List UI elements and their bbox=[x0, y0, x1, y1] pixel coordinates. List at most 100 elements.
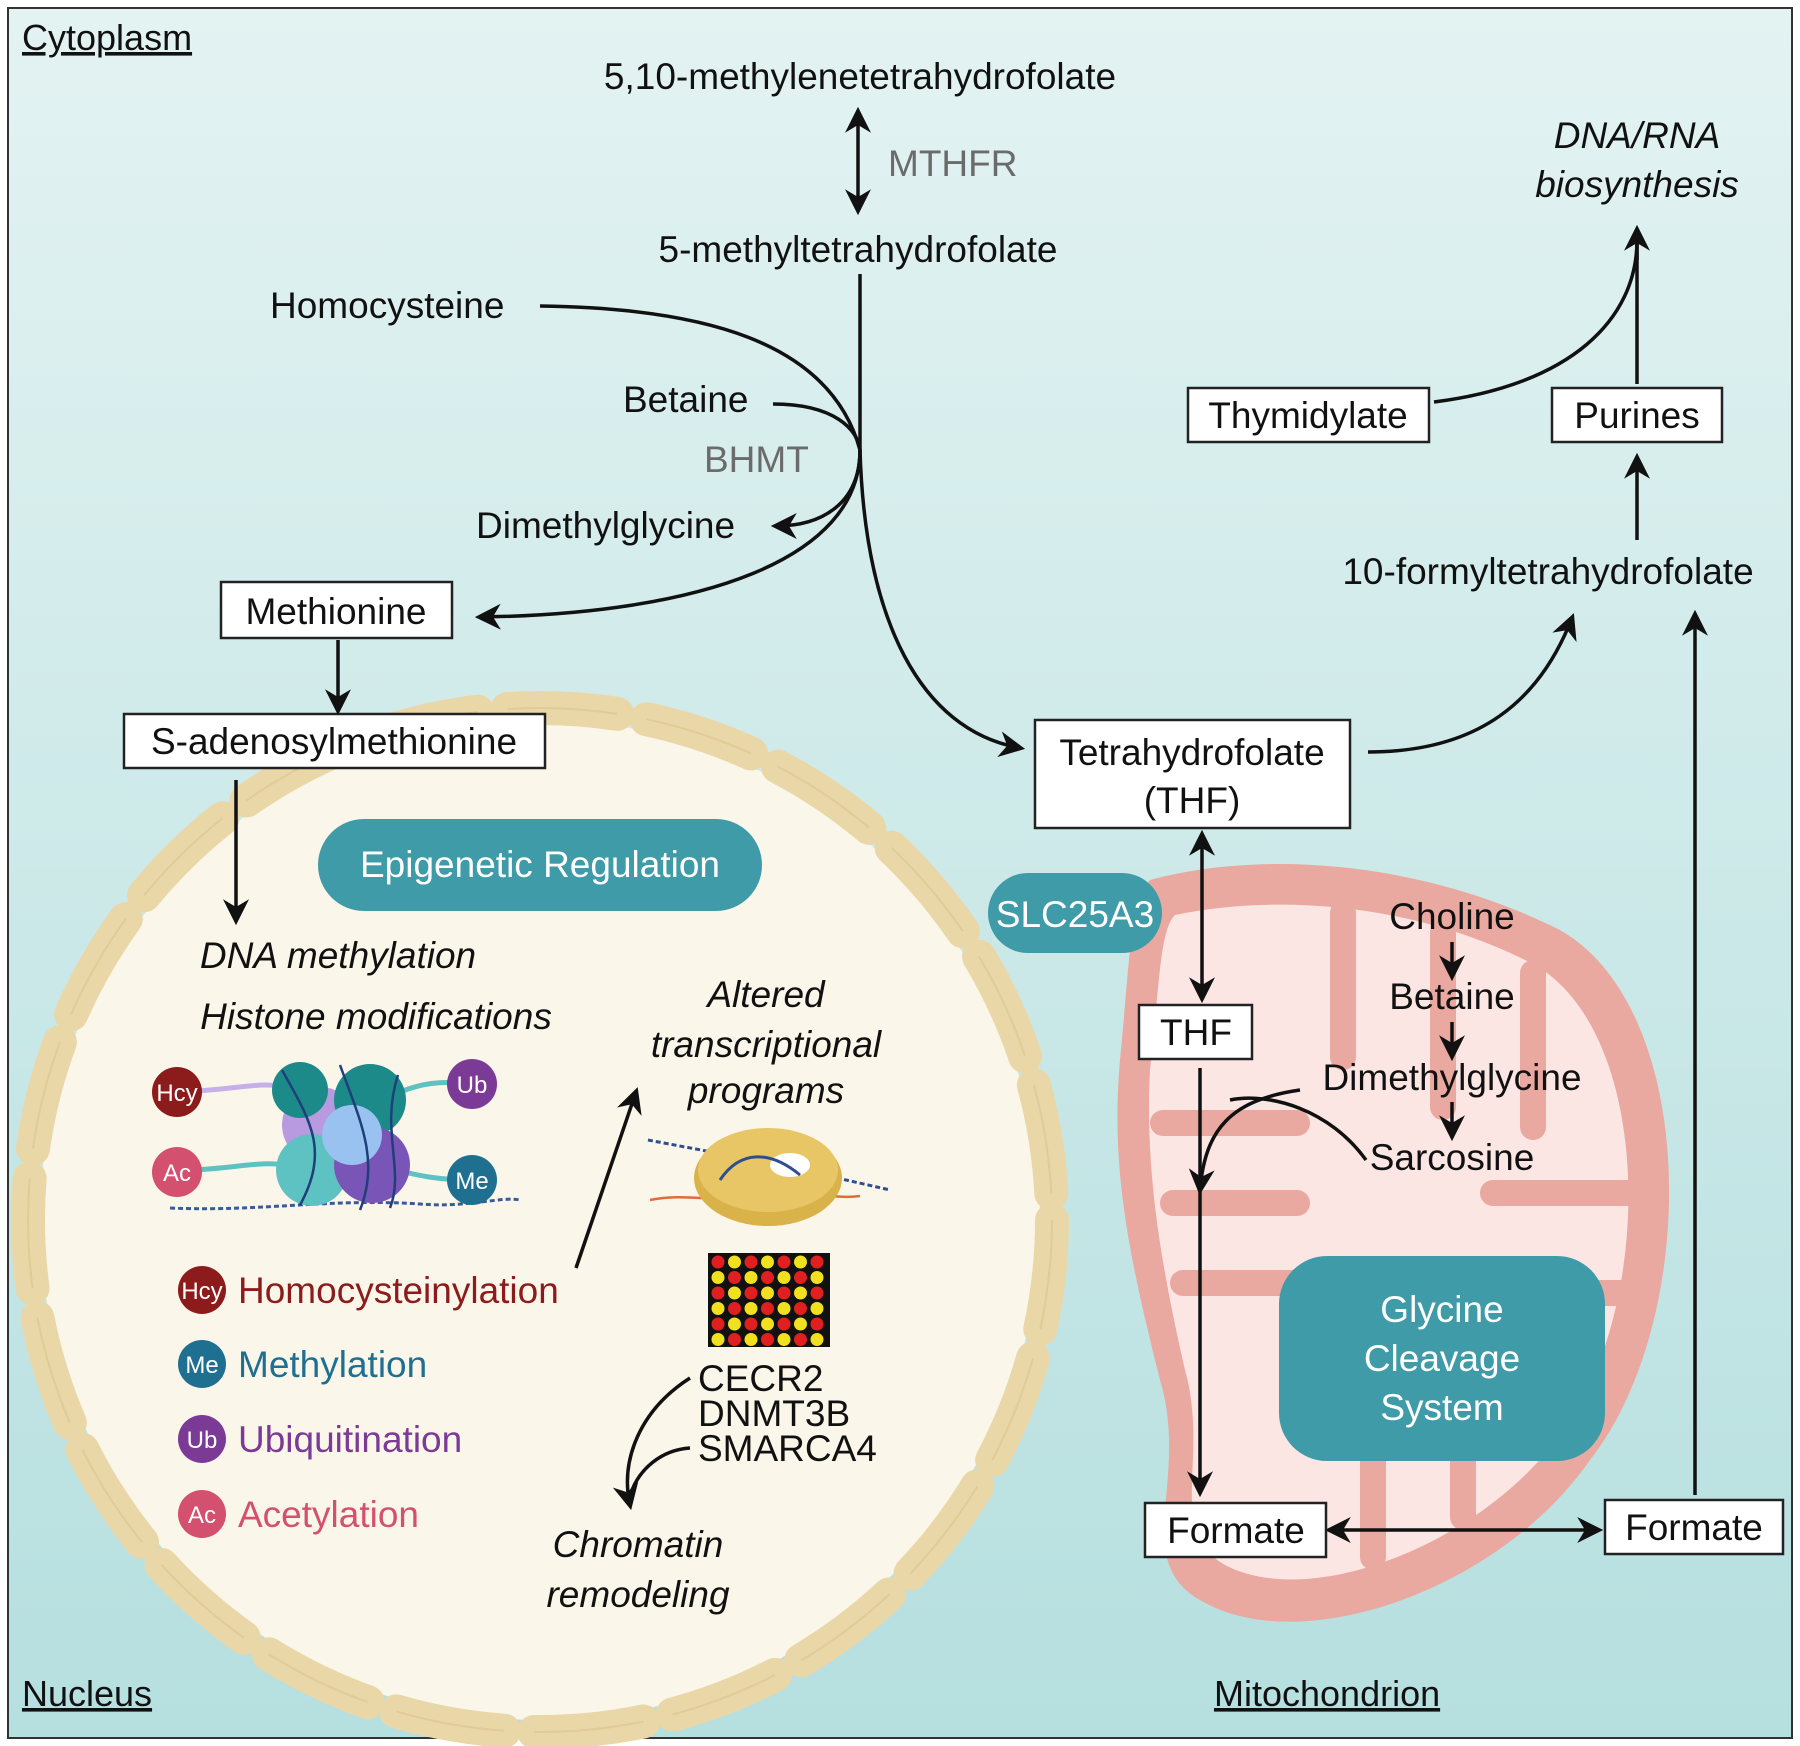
legend-ac-badge bbox=[178, 1490, 226, 1538]
gene-expression-microarray bbox=[708, 1253, 830, 1347]
microarray-dot bbox=[744, 1333, 758, 1346]
legend-homocysteinylation-label: Homocysteinylation bbox=[238, 1270, 559, 1311]
microarray-dot bbox=[761, 1286, 774, 1300]
microarray-dot bbox=[810, 1333, 824, 1346]
nucleosome-ub-badge: Ub bbox=[457, 1072, 488, 1099]
gene-dnmt3b-label: DNMT3B bbox=[698, 1393, 850, 1434]
bhmt-enzyme-label: BHMT bbox=[704, 439, 809, 480]
mito-betaine-label: Betaine bbox=[1389, 976, 1515, 1017]
mito-pathway-arrows bbox=[1187, 942, 1604, 1543]
betaine-merge bbox=[772, 402, 862, 451]
mthfr-enzyme-label: MTHFR bbox=[888, 143, 1017, 184]
purines-label: Purines bbox=[1574, 395, 1699, 436]
microarray-dot bbox=[810, 1302, 824, 1315]
microarray-dot bbox=[711, 1333, 725, 1346]
microarray-dot bbox=[777, 1286, 791, 1300]
microarray-dot bbox=[728, 1333, 741, 1346]
microarray-dot bbox=[728, 1302, 741, 1315]
nucleus-label: Nucleus bbox=[22, 1673, 152, 1714]
glycine-cleavage-system-pill bbox=[1279, 1256, 1605, 1461]
microarray-dot bbox=[777, 1317, 791, 1331]
microarray-dot bbox=[761, 1302, 774, 1315]
epigenetic-regulation-pill bbox=[318, 819, 762, 911]
microarray-dot bbox=[761, 1271, 774, 1284]
mito-dimethylglycine-label: Dimethylglycine bbox=[1322, 1057, 1581, 1098]
microarray-dot bbox=[744, 1302, 758, 1315]
homocysteine-merge bbox=[539, 304, 862, 451]
methionine-arrow bbox=[474, 449, 862, 630]
mitochondrion-label: Mitochondrion bbox=[1214, 1673, 1440, 1714]
microarray-dot bbox=[777, 1302, 791, 1315]
methionine-label: Methionine bbox=[245, 591, 426, 632]
thf-name-label: Tetrahydrofolate bbox=[1059, 732, 1324, 773]
microarray-dot bbox=[777, 1271, 791, 1284]
microarray-dot bbox=[777, 1333, 791, 1346]
cytoplasm-label: Cytoplasm bbox=[22, 17, 192, 58]
thymidylate-merge bbox=[1433, 239, 1639, 404]
microarray-dot bbox=[728, 1255, 741, 1269]
thf-abbrev-label: (THF) bbox=[1144, 780, 1241, 821]
microarray-dot bbox=[794, 1333, 807, 1346]
legend-me-badge-text: Me bbox=[185, 1352, 218, 1379]
microarray-dot bbox=[711, 1302, 725, 1315]
mito-choline-label: Choline bbox=[1389, 896, 1514, 937]
microarray-dot bbox=[794, 1317, 807, 1331]
microarray-dot bbox=[761, 1317, 774, 1331]
nucleosome-illustration: Hcy Ub Ac Me bbox=[152, 1059, 521, 1211]
homocysteine-label: Homocysteine bbox=[270, 285, 504, 326]
legend-ac-badge-text: Ac bbox=[188, 1502, 216, 1529]
rna-polymerase-illustration bbox=[647, 1128, 891, 1226]
microarray-dot bbox=[810, 1271, 824, 1284]
nucleosome-me-badge: Me bbox=[455, 1168, 488, 1195]
epigenetic-regulation-label: Epigenetic Regulation bbox=[360, 844, 720, 885]
microarray-dot bbox=[728, 1286, 741, 1300]
microarray-dot bbox=[728, 1271, 741, 1284]
microarray-dot bbox=[728, 1317, 741, 1331]
microarray-dot bbox=[794, 1271, 807, 1284]
transcriptional-label: transcriptional bbox=[651, 1024, 883, 1065]
thf-to-formyl-arrow bbox=[1367, 613, 1577, 754]
gcs-cleavage-label: Cleavage bbox=[1364, 1338, 1520, 1379]
sam-box bbox=[122, 712, 547, 770]
genes-to-chromatin-arrow bbox=[612, 1376, 691, 1511]
mito-sarcosine-label: Sarcosine bbox=[1370, 1137, 1535, 1178]
microarray-dot bbox=[711, 1317, 725, 1331]
microarray-dot bbox=[794, 1286, 807, 1300]
legend-ubiquitination-label: Ubiquitination bbox=[238, 1419, 462, 1460]
remodeling-label: remodeling bbox=[546, 1574, 729, 1615]
legend-hcy-badge-text: Hcy bbox=[181, 1278, 222, 1305]
chromatin-label: Chromatin bbox=[553, 1524, 724, 1565]
gcs-glycine-label: Glycine bbox=[1380, 1289, 1503, 1330]
legend-ub-badge-text: Ub bbox=[187, 1427, 218, 1454]
microarray-dot bbox=[761, 1255, 774, 1269]
nucleosome-ac-badge: Ac bbox=[163, 1160, 191, 1187]
microarray-dot bbox=[777, 1255, 791, 1269]
microarray-dot bbox=[794, 1302, 807, 1315]
microarray-dot bbox=[761, 1333, 774, 1346]
dna-methylation-label: DNA methylation bbox=[200, 935, 476, 976]
thf-mito-label: THF bbox=[1160, 1012, 1232, 1053]
biosynthesis-label: biosynthesis bbox=[1535, 164, 1739, 205]
methionine-box bbox=[219, 580, 454, 640]
nucleosome-hcy-badge: Hcy bbox=[156, 1080, 197, 1107]
methyl-thf-label: 5-methyltetrahydrofolate bbox=[659, 229, 1058, 270]
purines-box bbox=[1550, 386, 1724, 444]
formate-mito-label: Formate bbox=[1167, 1510, 1305, 1551]
microarray-dot bbox=[711, 1271, 725, 1284]
microarray-dot bbox=[711, 1255, 725, 1269]
genes-merge-line bbox=[630, 1446, 691, 1491]
microarray-dot bbox=[810, 1286, 824, 1300]
histone-to-transcription-arrow bbox=[574, 1087, 642, 1269]
thf-mito-box bbox=[1137, 1003, 1254, 1061]
sam-label: S-adenosylmethionine bbox=[151, 721, 517, 762]
formate-mito-box bbox=[1143, 1501, 1328, 1559]
microarray-dot bbox=[744, 1317, 758, 1331]
dimethylglycine-label: Dimethylglycine bbox=[476, 505, 735, 546]
nucleus-interior bbox=[40, 720, 1040, 1720]
betaine-label: Betaine bbox=[623, 379, 749, 420]
microarray-dot bbox=[810, 1317, 824, 1331]
histone-modifications-label: Histone modifications bbox=[200, 996, 552, 1037]
legend-hcy-badge bbox=[178, 1266, 226, 1314]
